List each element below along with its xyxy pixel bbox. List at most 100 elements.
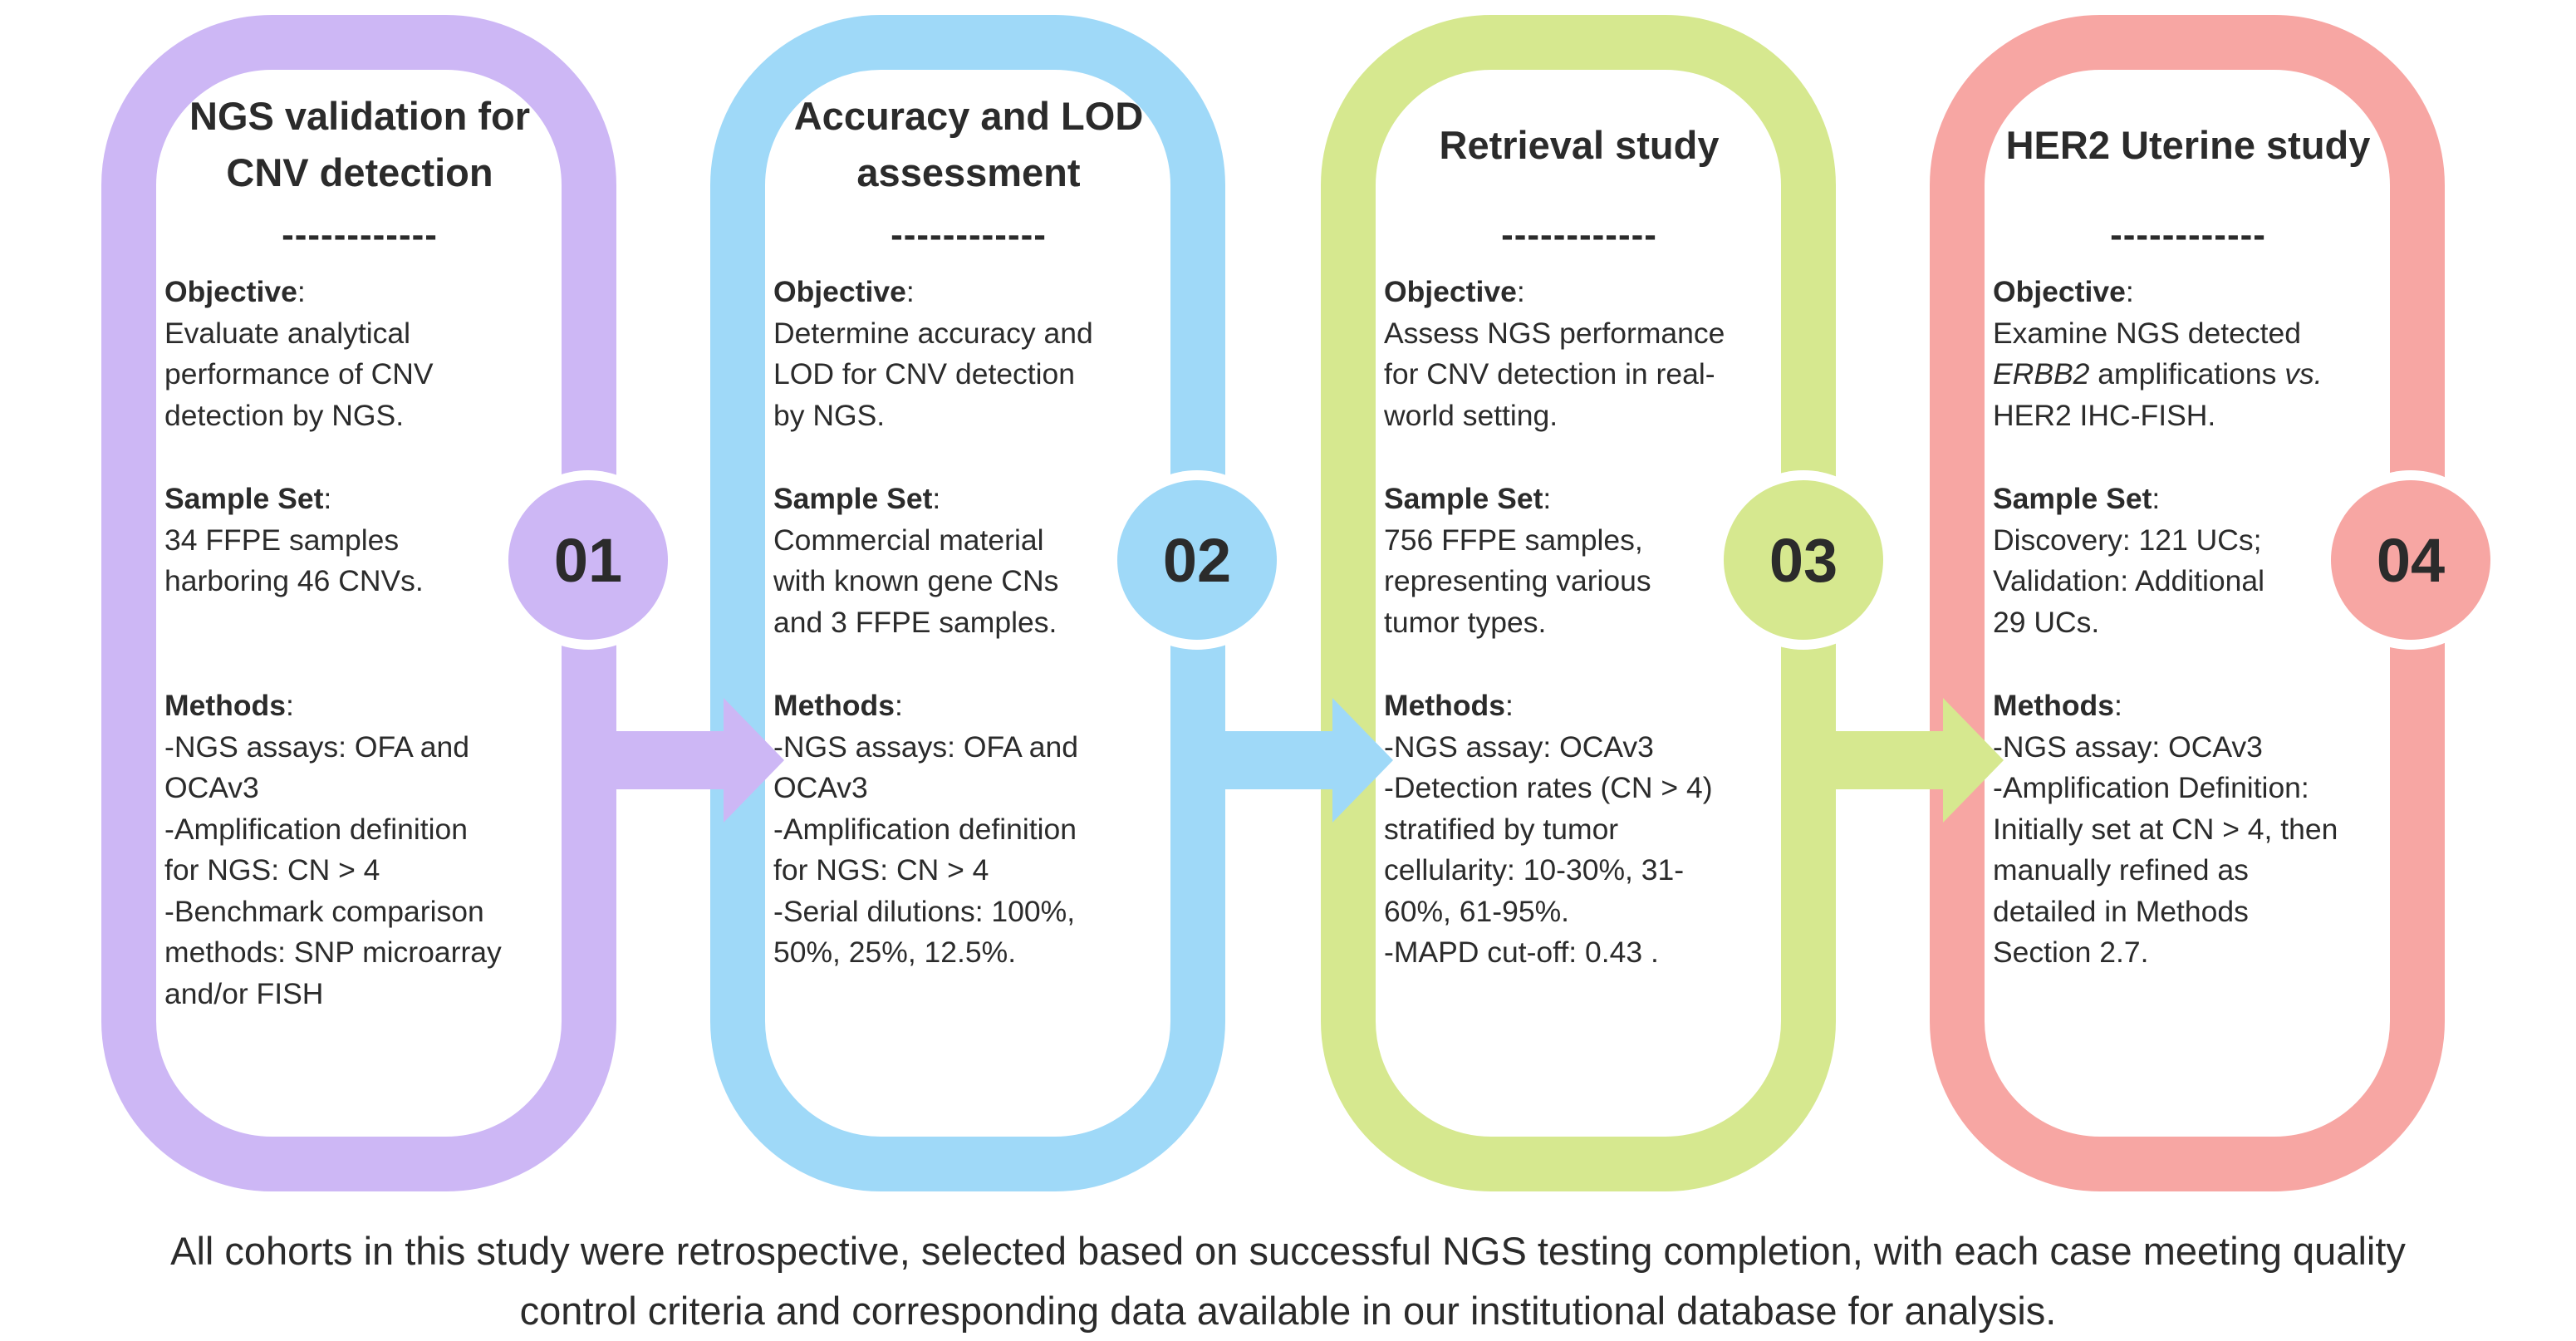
stage-panel-4: HER2 Uterine study ------------ Objectiv… xyxy=(1993,0,2383,1080)
caption-line: All cohorts in this study were retrospec… xyxy=(170,1229,2406,1273)
stage-number-badge-4: 04 xyxy=(2331,480,2490,640)
methods-line: -Amplification Definition: xyxy=(1993,771,2309,804)
sample-set-line: Discovery: 121 UCs; xyxy=(1993,523,2262,557)
stage-title: Accuracy and LOD assessment xyxy=(773,88,1164,201)
sample-set-line: 34 FFPE samples xyxy=(164,523,400,557)
methods-line: -Amplification definition xyxy=(164,812,469,846)
methods-section: Methods: -NGS assays: OFA and OCAv3 -Amp… xyxy=(164,685,555,1014)
sample-set-label: Sample Set xyxy=(1384,482,1543,515)
methods-line: for NGS: CN > 4 xyxy=(164,853,380,887)
sample-set-line: representing various xyxy=(1384,564,1651,597)
stage-number-badge-2: 02 xyxy=(1117,480,1277,640)
title-line: Accuracy and LOD xyxy=(793,94,1144,138)
sample-set-section: Sample Set: Commercial material with kno… xyxy=(773,479,1164,643)
methods-label: Methods xyxy=(1384,689,1505,722)
objective-label: Objective xyxy=(164,275,297,308)
methods-line: and/or FISH xyxy=(164,976,324,1010)
methods-line: for NGS: CN > 4 xyxy=(773,853,989,887)
stage-panel-1: NGS validation for CNV detection -------… xyxy=(164,0,555,1080)
sample-set-line: Commercial material xyxy=(773,523,1044,557)
objective-section: Objective: Determine accuracy and LOD fo… xyxy=(773,272,1164,436)
sample-set-label: Sample Set xyxy=(164,482,324,515)
title-line: NGS validation for xyxy=(189,94,530,138)
objective-line: LOD for CNV detection xyxy=(773,357,1076,391)
methods-line: -Amplification definition xyxy=(773,812,1077,846)
objective-line: for CNV detection in real- xyxy=(1384,357,1715,391)
methods-label: Methods xyxy=(773,689,895,722)
title-divider: ------------ xyxy=(1501,214,1657,255)
methods-line: -NGS assays: OFA and xyxy=(773,729,1078,764)
sample-set-section: Sample Set: Discovery: 121 UCs; Validati… xyxy=(1993,479,2383,643)
sample-set-line: 756 FFPE samples, xyxy=(1384,523,1643,557)
stage-panel-3: Retrieval study ------------ Objective: … xyxy=(1384,0,1774,1080)
objective-line: by NGS. xyxy=(773,398,886,432)
objective-label: Objective xyxy=(773,275,906,308)
objective-section: Objective: Examine NGS detected ERBB2 am… xyxy=(1993,272,2383,436)
methods-section: Methods: -NGS assays: OFA and OCAv3 -Amp… xyxy=(773,685,1164,974)
methods-line: manually refined as xyxy=(1993,853,2249,887)
title-line: Retrieval study xyxy=(1439,123,1720,167)
stage-title: HER2 Uterine study xyxy=(1993,117,2383,174)
objective-line: Determine accuracy and xyxy=(773,316,1093,350)
objective-line: performance of CNV xyxy=(164,357,434,391)
title-divider: ------------ xyxy=(282,214,438,255)
stage-number-2: 02 xyxy=(1162,525,1232,595)
stage-number-badge-1: 01 xyxy=(508,480,668,640)
stage-number-1: 01 xyxy=(553,525,623,595)
sample-set-section: Sample Set: 756 FFPE samples, representi… xyxy=(1384,479,1774,643)
arrow-2-to-3 xyxy=(1170,698,1393,823)
objective-line: Evaluate analytical xyxy=(164,316,411,350)
arrow-1-to-2 xyxy=(562,698,784,823)
methods-line: detailed in Methods xyxy=(1993,894,2249,928)
diagram-caption: All cohorts in this study were retrospec… xyxy=(0,1221,2576,1341)
methods-line: -NGS assay: OCAv3 xyxy=(1993,729,2263,764)
objective-line: detection by NGS. xyxy=(164,398,405,432)
stage-title: NGS validation for CNV detection xyxy=(164,88,555,201)
sample-set-line: and 3 FFPE samples. xyxy=(773,605,1057,639)
methods-line: 50%, 25%, 12.5%. xyxy=(773,936,1017,969)
stage-number-4: 04 xyxy=(2376,525,2446,595)
methods-label: Methods xyxy=(164,689,286,722)
methods-line: Initially set at CN > 4, then xyxy=(1993,812,2338,846)
objective-label: Objective xyxy=(1993,275,2126,308)
objective-section: Objective: Assess NGS performance for CN… xyxy=(1384,272,1774,436)
methods-line: Section 2.7. xyxy=(1993,936,2149,969)
sample-set-line: 29 UCs. xyxy=(1993,605,2100,639)
objective-line: Assess NGS performance xyxy=(1384,316,1725,350)
methods-line: -Benchmark comparison xyxy=(164,894,484,928)
stage-title: Retrieval study xyxy=(1384,117,1774,174)
objective-line: world setting. xyxy=(1384,398,1558,432)
objective-label: Objective xyxy=(1384,275,1517,308)
sample-set-label: Sample Set xyxy=(1993,482,2152,515)
title-line: CNV detection xyxy=(226,150,493,194)
objective-section: Objective: Evaluate analytical performan… xyxy=(164,272,555,436)
objective-line: ERBB2 amplifications vs. xyxy=(1993,357,2323,391)
methods-line: -Serial dilutions: 100%, xyxy=(773,894,1076,928)
methods-label: Methods xyxy=(1993,689,2114,722)
sample-set-line: harboring 46 CNVs. xyxy=(164,564,424,597)
sample-set-section: Sample Set: 34 FFPE samples harboring 46… xyxy=(164,479,555,602)
methods-line: -Detection rates (CN > 4) xyxy=(1384,771,1713,804)
methods-section: Methods: -NGS assay: OCAv3 -Detection ra… xyxy=(1384,685,1774,974)
stage-number-3: 03 xyxy=(1769,525,1838,595)
sample-set-line: with known gene CNs xyxy=(773,564,1059,597)
title-divider: ------------ xyxy=(2110,214,2266,255)
methods-section: Methods: -NGS assay: OCAv3 -Amplificatio… xyxy=(1993,685,2383,974)
arrow-3-to-4 xyxy=(1781,698,2004,823)
methods-line: -MAPD cut-off: 0.43 . xyxy=(1384,936,1659,969)
title-line: assessment xyxy=(856,150,1081,194)
stage-panel-2: Accuracy and LOD assessment ------------… xyxy=(773,0,1164,1080)
objective-line: HER2 IHC-FISH. xyxy=(1993,398,2216,432)
methods-line: OCAv3 xyxy=(164,771,259,804)
methods-line: methods: SNP microarray xyxy=(164,936,502,969)
methods-line: stratified by tumor xyxy=(1384,812,1619,846)
sample-set-line: Validation: Additional xyxy=(1993,564,2264,597)
stage-number-badge-3: 03 xyxy=(1724,480,1883,640)
title-line: HER2 Uterine study xyxy=(2005,123,2371,167)
title-divider: ------------ xyxy=(891,214,1047,255)
methods-line: -NGS assays: OFA and xyxy=(164,729,469,764)
sample-set-line: tumor types. xyxy=(1384,605,1547,639)
objective-line: Examine NGS detected xyxy=(1993,316,2301,350)
methods-line: cellularity: 10-30%, 31- xyxy=(1384,853,1685,887)
